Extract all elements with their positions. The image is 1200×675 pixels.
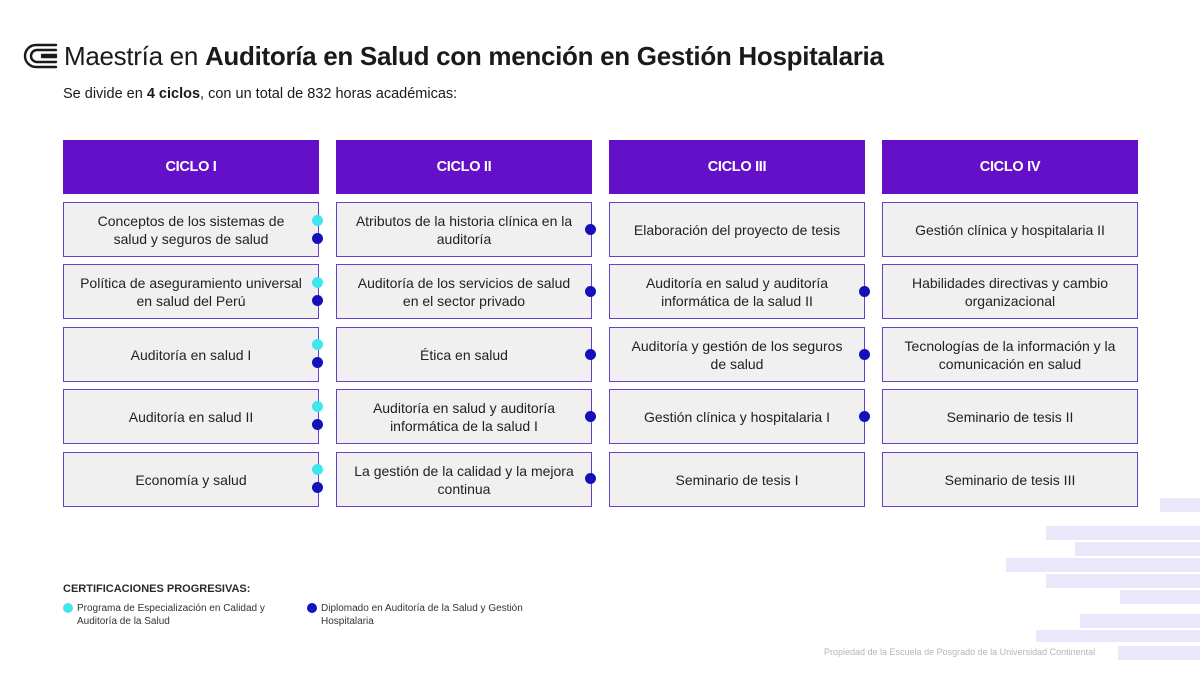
cert-dot-navy — [312, 233, 323, 244]
course-card: Política de aseguramiento universal en s… — [63, 264, 319, 319]
cert-dot-cyan — [312, 401, 323, 412]
course-card: Seminario de tesis I — [609, 452, 865, 507]
course-card: Auditoría en salud I — [63, 327, 319, 382]
legend-label: Programa de Especialización en Calidad y… — [77, 603, 265, 627]
cycle-header: CICLO IV — [882, 140, 1138, 194]
course-card: Atributos de la historia clínica en la a… — [336, 202, 592, 257]
course-card: Seminario de tesis III — [882, 452, 1138, 507]
cert-dot-navy — [585, 286, 596, 297]
cert-dot-navy — [585, 473, 596, 484]
subtitle-pre: Se divide en — [63, 86, 143, 102]
course-card: Auditoría en salud y auditoría informáti… — [609, 264, 865, 319]
cert-dot-navy — [859, 411, 870, 422]
title-bold: Auditoría en Salud con mención en Gestió… — [204, 40, 884, 71]
course-card: Auditoría y gestión de los seguros de sa… — [609, 327, 865, 382]
course-card: Seminario de tesis II — [882, 389, 1138, 444]
cert-dot-navy — [859, 349, 870, 360]
title-prefix: Maestría en — [64, 40, 198, 71]
cert-dot-navy — [312, 482, 323, 493]
course-card: Gestión clínica y hospitalaria II — [882, 202, 1138, 257]
cert-dot-navy — [859, 286, 870, 297]
cycle-header: CICLO I — [63, 140, 319, 194]
cyan-dot-icon — [63, 603, 73, 613]
course-card: Economía y salud — [63, 452, 319, 507]
subtitle-post: , con un total de 832 horas académicas: — [200, 86, 458, 102]
cert-dot-navy — [312, 357, 323, 368]
course-card: Habilidades directivas y cambio organiza… — [882, 264, 1138, 319]
cert-dot-cyan — [312, 277, 323, 288]
cycle-header: CICLO III — [609, 140, 865, 194]
subtitle-bold: 4 ciclos — [146, 86, 201, 102]
cert-dot-navy — [312, 295, 323, 306]
page-title: Maestría en Auditoría en Salud con menci… — [64, 41, 884, 72]
cert-dot-cyan — [312, 464, 323, 475]
course-card: La gestión de la calidad y la mejora con… — [336, 452, 592, 507]
certifications-title: CERTIFICACIONES PROGRESIVAS: — [63, 583, 251, 595]
cert-dot-cyan — [312, 215, 323, 226]
legend-label: Diplomado en Auditoría de la Salud y Ges… — [321, 603, 523, 627]
navy-dot-icon — [307, 603, 317, 613]
legend-item: Programa de Especialización en Calidad y… — [63, 602, 278, 628]
subtitle: Se divide en 4 ciclos, con un total de 8… — [63, 86, 457, 102]
legend-item: Diplomado en Auditoría de la Salud y Ges… — [307, 602, 532, 628]
footer-text: Propiedad de la Escuela de Posgrado de l… — [824, 647, 1096, 657]
header: Maestría en Auditoría en Salud con menci… — [22, 38, 884, 74]
cycle-header: CICLO II — [336, 140, 592, 194]
course-card: Tecnologías de la información y la comun… — [882, 327, 1138, 382]
cert-dot-navy — [585, 224, 596, 235]
cert-dot-cyan — [312, 339, 323, 350]
course-card: Elaboración del proyecto de tesis — [609, 202, 865, 257]
course-card: Ética en salud — [336, 327, 592, 382]
cert-dot-navy — [585, 411, 596, 422]
course-card: Auditoría en salud y auditoría informáti… — [336, 389, 592, 444]
cert-dot-navy — [585, 349, 596, 360]
course-card: Conceptos de los sistemas de salud y seg… — [63, 202, 319, 257]
continental-logo-icon — [23, 43, 58, 69]
course-card: Gestión clínica y hospitalaria I — [609, 389, 865, 444]
course-card: Auditoría de los servicios de salud en e… — [336, 264, 592, 319]
course-card: Auditoría en salud II — [63, 389, 319, 444]
cert-dot-navy — [312, 419, 323, 430]
